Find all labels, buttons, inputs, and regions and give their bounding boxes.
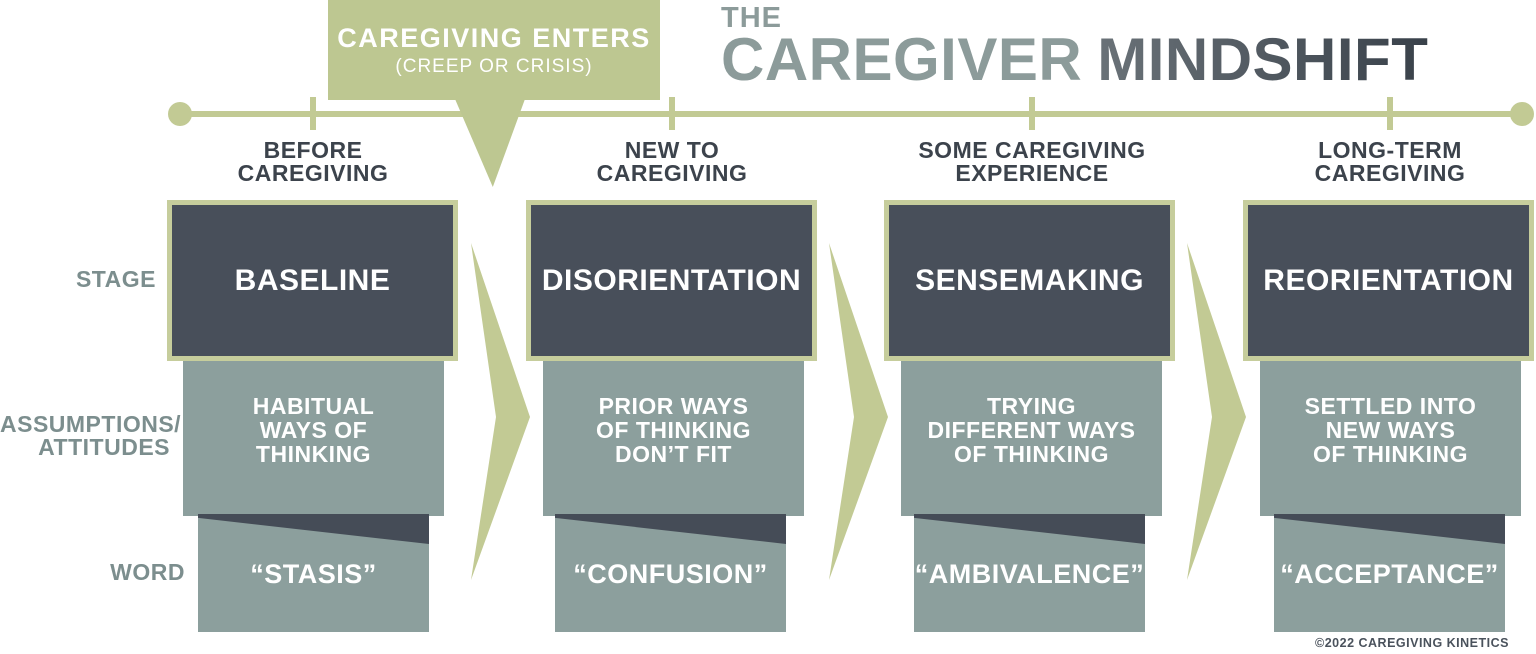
phase-label-long-term-caregiving: LONG-TERM CAREGIVING <box>1230 139 1536 185</box>
assumptions-line: OF THINKING <box>1313 440 1468 467</box>
word-box-wedge <box>198 514 429 544</box>
assumptions-line: DIFFERENT WAYS <box>927 416 1136 443</box>
word-text: “AMBIVALENCE” <box>914 558 1145 589</box>
timeline-tick-1 <box>310 97 316 130</box>
timeline-line <box>180 111 1522 117</box>
phase-line: BEFORE <box>263 137 363 163</box>
word-box-stasis: “STASIS” <box>198 514 429 632</box>
timeline-tick-2 <box>669 97 675 130</box>
timeline-end-dot <box>1510 102 1534 126</box>
chevron-right-icon-2 <box>829 243 888 580</box>
phase-label-new-to-caregiving: NEW TO CAREGIVING <box>512 139 832 185</box>
stage-text: SENSEMAKING <box>915 263 1144 297</box>
badge-subtitle: (CREEP OR CRISIS) <box>395 56 593 77</box>
stage-text: DISORIENTATION <box>541 263 802 297</box>
word-text: “STASIS” <box>250 558 377 589</box>
phase-line: EXPERIENCE <box>955 160 1109 186</box>
title-the: THE <box>721 2 782 34</box>
timeline-tick-4 <box>1387 97 1393 130</box>
chevron-right-icon-3 <box>1187 243 1246 580</box>
phase-line: CAREGIVING <box>1314 160 1466 186</box>
phase-label-before-caregiving: BEFORE CAREGIVING <box>153 139 473 185</box>
word-box-acceptance: “ACCEPTANCE” <box>1274 514 1505 632</box>
stage-box-reorientation: REORIENTATION <box>1243 200 1534 361</box>
word-box-wedge <box>1274 514 1505 544</box>
word-text: “ACCEPTANCE” <box>1280 558 1499 589</box>
word-box-wedge <box>914 514 1145 544</box>
assumptions-line: TRYING <box>986 392 1077 419</box>
row-label-stage: STAGE <box>75 266 156 292</box>
phase-line: NEW TO <box>624 137 720 163</box>
assumptions-line: SETTLED INTO <box>1304 392 1477 419</box>
word-box-confusion: “CONFUSION” <box>555 514 786 632</box>
word-text: “CONFUSION” <box>573 558 768 589</box>
phase-line: LONG-TERM <box>1318 137 1462 163</box>
row-label-assumptions: ASSUMPTIONS/ ATTITUDES <box>0 411 182 460</box>
word-box-wedge <box>555 514 786 544</box>
stage-box-sensemaking: SENSEMAKING <box>884 200 1175 361</box>
assumptions-line: OF THINKING <box>596 416 751 443</box>
word-box-ambivalence: “AMBIVALENCE” <box>914 514 1145 632</box>
caregiving-enters-badge: CAREGIVING ENTERS (CREEP OR CRISIS) <box>328 0 660 100</box>
row-label-line: ASSUMPTIONS/ <box>0 411 182 437</box>
timeline-tick-3 <box>1029 97 1035 130</box>
stage-box-disorientation: DISORIENTATION <box>526 200 817 361</box>
assumptions-box-3: TRYING DIFFERENT WAYS OF THINKING <box>901 361 1162 516</box>
title-word-mindshift: MINDSHIFT <box>1097 26 1429 93</box>
phase-line: SOME CAREGIVING <box>918 137 1146 163</box>
row-label-line: ATTITUDES <box>38 434 170 460</box>
timeline-start-dot <box>168 102 192 126</box>
copyright-text: ©2022 CAREGIVING KINETICS <box>1315 636 1509 650</box>
phase-label-some-caregiving-experience: SOME CAREGIVING EXPERIENCE <box>872 139 1192 185</box>
row-label-word: WORD <box>110 559 185 585</box>
stage-text: REORIENTATION <box>1263 263 1514 297</box>
assumptions-line: HABITUAL <box>252 392 375 419</box>
badge-title: CAREGIVING ENTERS <box>337 23 651 53</box>
assumptions-line: OF THINKING <box>954 440 1109 467</box>
chevron-right-icon-1 <box>471 243 530 580</box>
assumptions-line: NEW WAYS <box>1325 416 1456 443</box>
stage-text: BASELINE <box>234 263 391 297</box>
assumptions-box-4: SETTLED INTO NEW WAYS OF THINKING <box>1260 361 1521 516</box>
phase-line: CAREGIVING <box>596 160 748 186</box>
assumptions-line: THINKING <box>255 440 372 467</box>
assumptions-line: DON’T FIT <box>615 440 732 467</box>
assumptions-line: WAYS OF <box>259 416 368 443</box>
stage-box-baseline: BASELINE <box>167 200 458 361</box>
title-word-caregiver: CAREGIVER <box>721 26 1083 93</box>
assumptions-box-1: HABITUAL WAYS OF THINKING <box>183 361 444 516</box>
assumptions-box-2: PRIOR WAYS OF THINKING DON’T FIT <box>543 361 804 516</box>
phase-line: CAREGIVING <box>237 160 389 186</box>
assumptions-line: PRIOR WAYS <box>598 392 749 419</box>
